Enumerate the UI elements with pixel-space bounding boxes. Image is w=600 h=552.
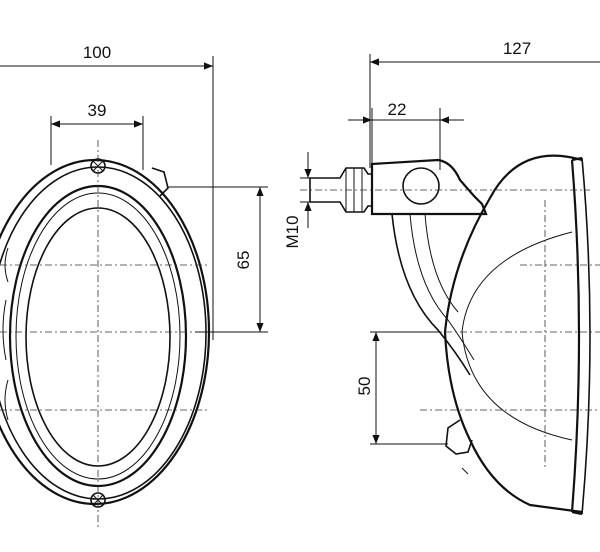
dim-inner-width-label: 39	[88, 101, 107, 120]
dim-overall-width: 100	[0, 43, 214, 340]
drain-stub	[445, 419, 473, 455]
dim-thread: M10	[283, 152, 322, 249]
bracket-arm	[391, 213, 471, 376]
dim-inner-width: 39	[50, 101, 144, 170]
front-rim-edge	[581, 157, 591, 515]
rib-left	[2, 247, 9, 421]
dim-bracket-width: 22	[348, 100, 464, 170]
bracket-arm-inner	[409, 213, 475, 361]
bezel-inner-oval	[15, 192, 181, 480]
housing-body	[443, 154, 583, 514]
front-view	[0, 140, 228, 530]
dim-bracket-width-label: 22	[388, 100, 407, 119]
side-view	[300, 154, 600, 516]
dim-thread-label: M10	[283, 215, 302, 248]
mounting-bracket	[370, 158, 488, 216]
lens-dome	[461, 231, 573, 441]
front-rim	[570, 159, 581, 513]
dim-height-label: 65	[234, 251, 253, 270]
connector-stub	[151, 167, 169, 197]
dim-offset: 50	[355, 331, 448, 445]
bracket-hole-icon	[402, 167, 440, 205]
dim-offset-label: 50	[355, 377, 374, 396]
dim-overall-depth: 127	[369, 39, 600, 168]
dim-overall-depth-label: 127	[503, 39, 531, 58]
housing-rim-oval	[0, 166, 207, 500]
dim-height: 65	[168, 186, 268, 333]
dim-overall-width-label: 100	[83, 43, 111, 62]
